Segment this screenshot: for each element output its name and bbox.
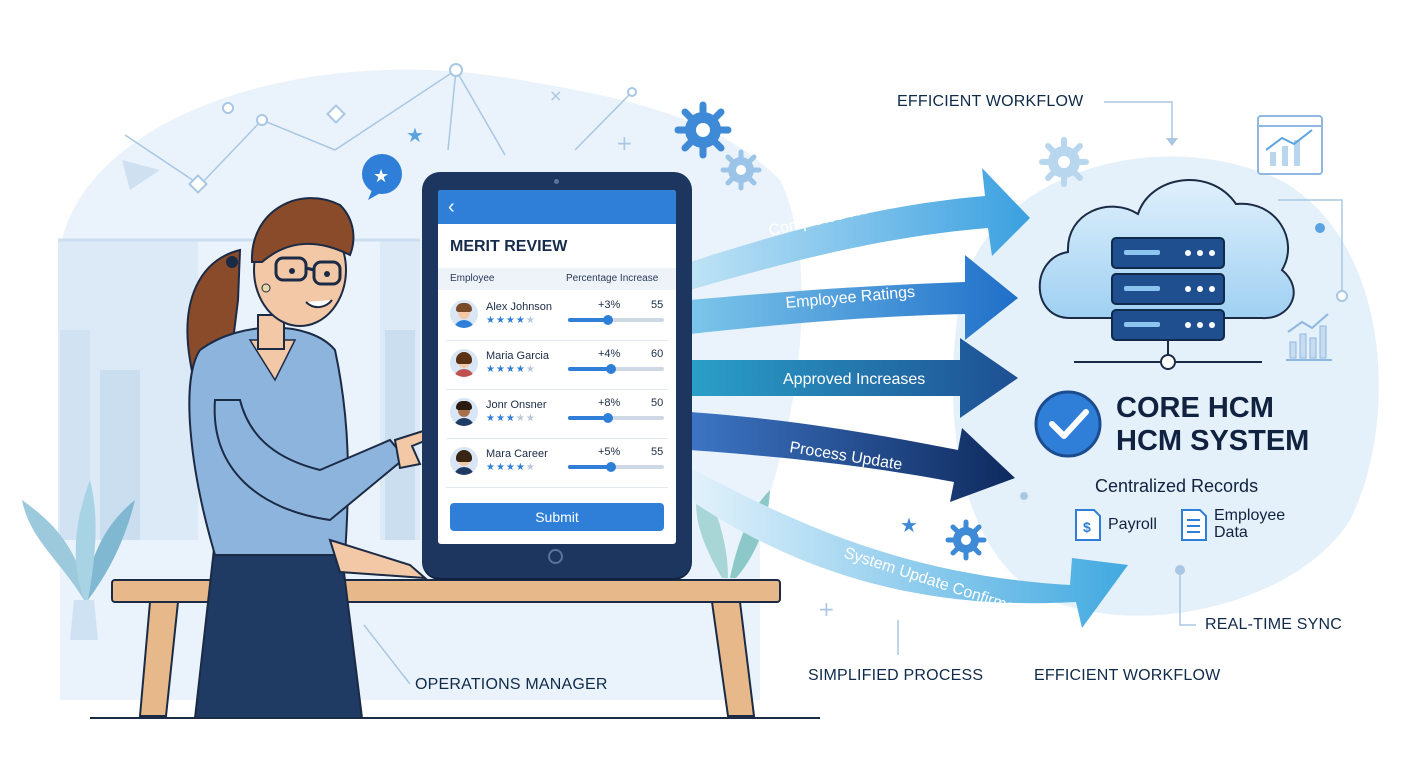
connector-arrow-icon: [1166, 138, 1178, 146]
employee-name: Jonr Onsner: [486, 399, 547, 411]
slider-handle[interactable]: [606, 462, 617, 472]
rating-stars: ★★★★★: [486, 315, 536, 326]
percent-increase: +8%: [598, 397, 621, 409]
score-value: 55: [651, 446, 664, 458]
rating-stars: ★★★★★: [486, 413, 536, 424]
app-bar: ‹: [438, 190, 676, 224]
avatar: [450, 447, 478, 475]
increase-slider[interactable]: [568, 364, 664, 374]
percent-increase: +5%: [598, 446, 621, 458]
column-header-employee: Employee: [450, 273, 495, 284]
gear-lower-icon: [945, 519, 987, 561]
avatar: [450, 398, 478, 426]
check-badge-icon: [1034, 390, 1102, 458]
score-value: 55: [651, 299, 664, 311]
triangle-shape: [122, 160, 160, 190]
table-row[interactable]: Mara Career ★★★★★ +5% 55: [446, 439, 668, 488]
submit-button[interactable]: Submit: [450, 503, 664, 531]
flow-arrow-1: [690, 168, 1030, 290]
score-value: 50: [651, 397, 664, 409]
slider-handle[interactable]: [603, 315, 614, 325]
plus-lower-icon: +: [818, 597, 835, 621]
flow-arrow-2: [690, 255, 1018, 340]
employee-data-label: Employee Data: [1214, 507, 1286, 541]
increase-slider[interactable]: [568, 413, 664, 423]
operations-manager-figure: [186, 197, 449, 719]
increase-slider[interactable]: [568, 315, 664, 325]
star-lower-icon: ★: [900, 513, 918, 537]
percent-increase: +4%: [598, 348, 621, 360]
flow-arrow-4: [690, 412, 1015, 502]
operations-manager-label: OPERATIONS MANAGER: [415, 676, 608, 693]
percent-increase: +3%: [598, 299, 621, 311]
table-row[interactable]: Jonr Onsner ★★★★★ +8% 50: [446, 390, 668, 439]
home-button[interactable]: [548, 549, 563, 564]
hcm-system-title: HCM SYSTEM: [1116, 425, 1310, 457]
gear-small-icon: [720, 149, 762, 191]
table-row[interactable]: Alex Johnson ★★★★★ +3% 55: [446, 292, 668, 341]
rating-stars: ★★★★★: [486, 462, 536, 473]
tablet-camera: [554, 179, 559, 184]
star-icon: ★: [406, 123, 424, 147]
real-time-sync-label: REAL-TIME SYNC: [1205, 616, 1343, 633]
core-hcm-title: CORE HCM: [1116, 392, 1274, 424]
employee-name: Mara Career: [486, 448, 548, 460]
bar-chart-icon: [1286, 313, 1332, 361]
tablet-device: ‹ MERIT REVIEW Employee Percentage Incre…: [422, 172, 692, 578]
avatar: [450, 300, 478, 328]
slider-handle[interactable]: [606, 364, 617, 374]
analytics-window-icon: [1257, 115, 1323, 175]
increase-slider[interactable]: [568, 462, 664, 472]
office-window: [58, 238, 420, 540]
connector-nodes: [1020, 223, 1348, 575]
gear-icon: [674, 101, 732, 159]
plant-left: [22, 480, 135, 640]
employee-data-document-icon: [1181, 509, 1207, 541]
centralized-records-label: Centralized Records: [1095, 476, 1259, 496]
efficient-workflow-bottom-label: EFFICIENT WORKFLOW: [1034, 667, 1221, 684]
cloud-server-icon: [1038, 179, 1295, 370]
table-row[interactable]: Maria Garcia ★★★★★ +4% 60: [446, 341, 668, 390]
score-value: 60: [651, 348, 664, 360]
rating-stars: ★★★★★: [486, 364, 536, 375]
plus-mark-icon: +: [616, 131, 633, 155]
connector-lines: [363, 101, 1343, 685]
merit-review-title: MERIT REVIEW: [450, 238, 568, 255]
tablet-screen: ‹ MERIT REVIEW Employee Percentage Incre…: [438, 190, 676, 544]
network-nodes: [188, 63, 637, 194]
efficient-workflow-top-label: EFFICIENT WORKFLOW: [897, 93, 1084, 110]
gear-cloud-icon: [1039, 137, 1089, 187]
payroll-label: Payroll: [1108, 516, 1157, 533]
column-header-increase: Percentage Increase: [566, 273, 659, 284]
flow-label-3: Approved Increases: [783, 371, 925, 388]
slider-handle[interactable]: [603, 413, 614, 423]
employee-name: Alex Johnson: [486, 301, 553, 313]
svg-text:★: ★: [373, 166, 389, 187]
simplified-process-label: SIMPLIFIED PROCESS: [808, 667, 984, 684]
employee-name: Maria Garcia: [486, 350, 549, 362]
payroll-document-icon: $: [1075, 509, 1101, 541]
flow-arrow-3: [690, 338, 1018, 418]
x-mark-icon: ×: [549, 86, 562, 105]
flow-arrow-5: [690, 468, 1128, 628]
svg-text:$: $: [1083, 519, 1091, 535]
table-header: Employee Percentage Increase: [438, 268, 676, 290]
star-bubble-icon: ★: [362, 154, 402, 200]
avatar: [450, 349, 478, 377]
chevron-left-icon[interactable]: ‹: [448, 196, 455, 218]
